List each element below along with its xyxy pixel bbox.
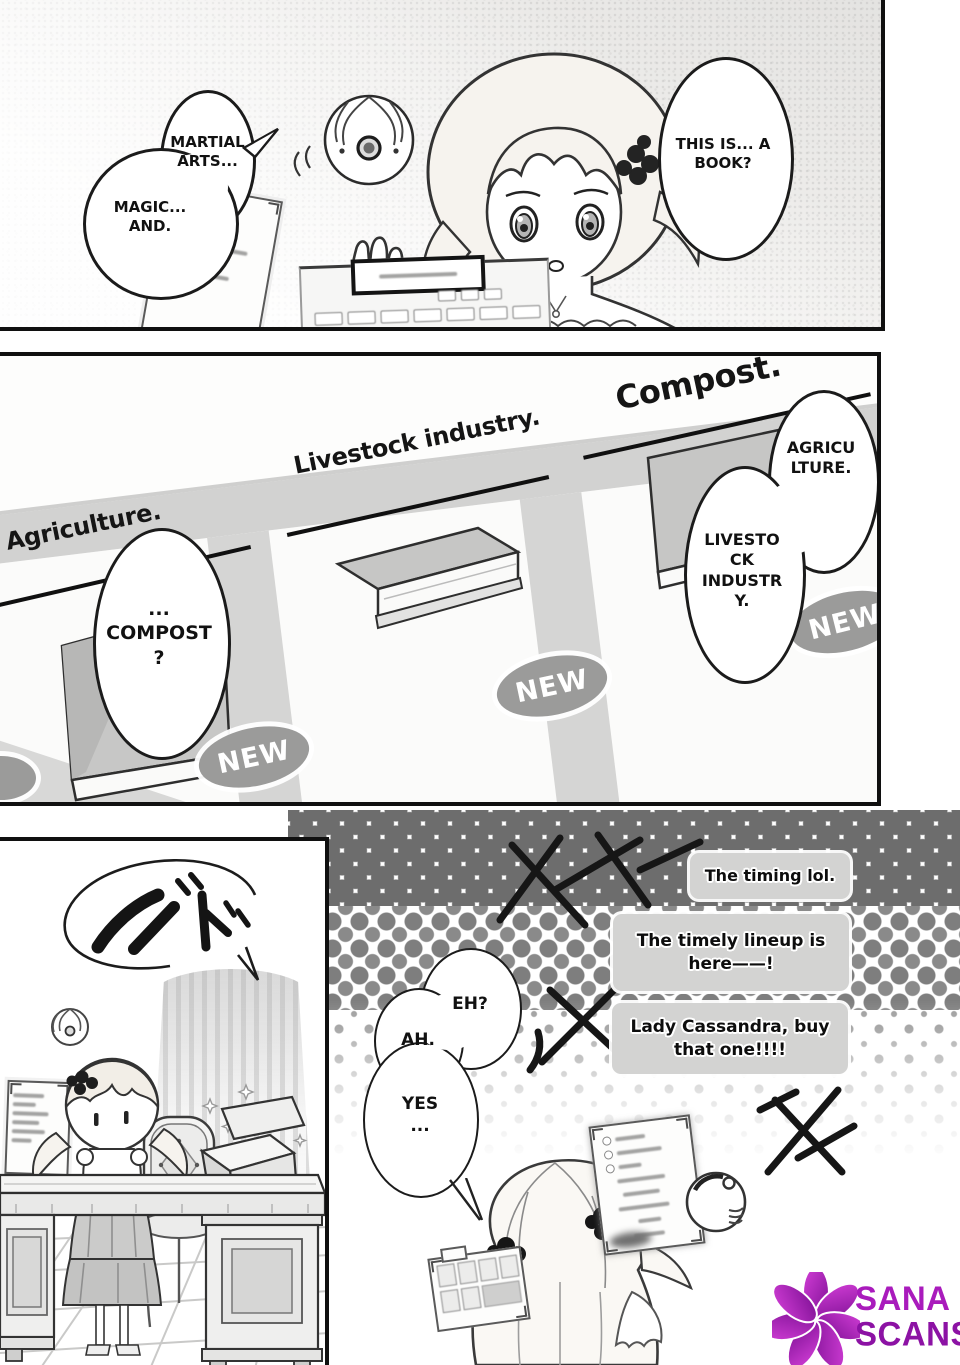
scan-group-logo: SANA SCANS [855,1281,960,1351]
sleeve [130,1148,148,1166]
menu-button [314,311,343,326]
item-card [457,1260,479,1285]
new-badge-label: NEW [214,734,294,780]
menu-button [479,306,508,321]
flower-hairclip-icon [66,1070,98,1095]
comment-box-1: The timing lol. [690,853,850,899]
blurred-text-line [614,1133,645,1142]
desk-pedestal-right [201,1214,323,1365]
bubble-merge-patch [392,1052,458,1112]
item-card [460,1286,482,1311]
item-card [439,1288,461,1314]
magic-orb-small-icon [685,1171,747,1233]
scroll-corner-ornament [514,1305,528,1319]
menu-button [483,288,503,300]
bubble-merge-patch [162,154,228,220]
new-badge-label: NEW [805,598,881,646]
blurred-text-line [617,1173,666,1184]
blurred-text-line [618,1201,671,1212]
comment-text-2: The timely lineup is here——! [636,930,826,974]
bubble-tail [241,127,279,159]
sfx-thud [63,858,260,981]
eyebrows [505,188,609,198]
blurred-text-line [616,1145,663,1156]
sfx-brush-strokes [91,872,251,955]
mouth [548,260,564,272]
dress-ruffle [614,1290,663,1349]
menu-button [413,308,442,323]
menu-button-row [314,304,541,326]
scan-group-name-line2: SCANS [855,1313,960,1353]
desk-top [0,1173,325,1217]
item-card-wide [481,1280,523,1308]
chest-lid [220,1095,306,1141]
sfx-tail [236,946,260,981]
speech-bubble-compost-question [93,528,231,760]
chibi-legs [85,1304,141,1356]
motion-lines [293,145,311,177]
item-card [436,1263,458,1288]
item-card [477,1257,499,1282]
speech-bubble-book [658,57,794,261]
blurred-text-line [618,1162,643,1170]
tally-group-1 [496,831,704,929]
chibi-eyes [94,1111,129,1126]
sleeve [76,1148,94,1166]
menu-button [446,307,475,322]
bubble-merge-patch [416,994,482,1050]
bubble-text-agriculture: AGRICU LTURE. [786,438,856,478]
eyes [509,203,605,243]
bubble-merge-patch [762,482,824,554]
card-grid-panel [427,1245,531,1333]
scan-group-name-line1: SANA [855,1278,951,1318]
blurred-title-text [379,271,458,279]
desk-pedestal-left [0,1213,56,1362]
panel-desk-scene [0,837,329,1365]
reply-bubble-lobe-yes [363,1042,479,1198]
comment-box-2: The timely lineup is here——! [613,914,849,991]
new-badge-label: NEW [512,663,592,709]
sana-scans-flower-icon [772,1272,860,1365]
scroll-corner-ornament [676,1117,689,1130]
bubble-text-livestock: LIVESTO CK INDUSTR Y. [701,530,783,611]
bubble-text-compost-question: ... COMPOST ? [106,598,212,669]
menu-button [437,289,457,302]
reply-text-eh: EH? [452,994,488,1014]
bubble-text-magic: MAGIC... AND. [113,198,187,236]
bangs [486,126,623,195]
panel-bookshelf: Agriculture. Livestock industry. Compost… [0,352,881,806]
chibi-bangs [64,1060,160,1111]
reply-bubble-tail [449,1178,484,1221]
comment-box-3: Lady Cassandra, buy that one!!!! [612,1003,848,1074]
scroll-corner-ornament [266,201,280,215]
skirt-folds [79,1190,149,1304]
tally-group-3 [756,1086,858,1176]
comment-text-1: The timing lol. [704,866,836,886]
reply-text-yes: YES ... [401,1094,439,1136]
desk [0,1173,325,1365]
blurred-text-line [622,1188,661,1197]
shop-menu-board [298,254,552,327]
flower-hairclip-icon [616,135,659,185]
item-card [498,1254,520,1279]
sfx-swoosh [63,858,257,970]
blurred-text-line [638,1216,662,1224]
scroll-corner-ornament [591,1127,605,1141]
menu-button [512,304,541,319]
book-livestock [334,526,524,630]
panel-top: MARTIAL ARTS... MAGIC... AND. THIS IS...… [0,0,885,331]
bullet-circle [603,1149,614,1160]
bubble-text-book: THIS IS... A BOOK? [675,135,771,173]
bullet-circle [605,1163,616,1174]
menu-button [347,310,376,325]
chibi-skirt-tier [61,1258,163,1306]
bubble-text-martial-arts: MARTIAL ARTS... [170,133,245,171]
magic-orb-icon [293,94,415,186]
menu-button [460,289,480,301]
reply-text-ah: AH. [401,1030,435,1050]
comment-text-3: Lady Cassandra, buy that one!!!! [630,1016,830,1060]
menu-button-row [437,288,503,302]
magic-orb-chibi-icon [51,1008,89,1046]
menu-button [380,309,409,324]
